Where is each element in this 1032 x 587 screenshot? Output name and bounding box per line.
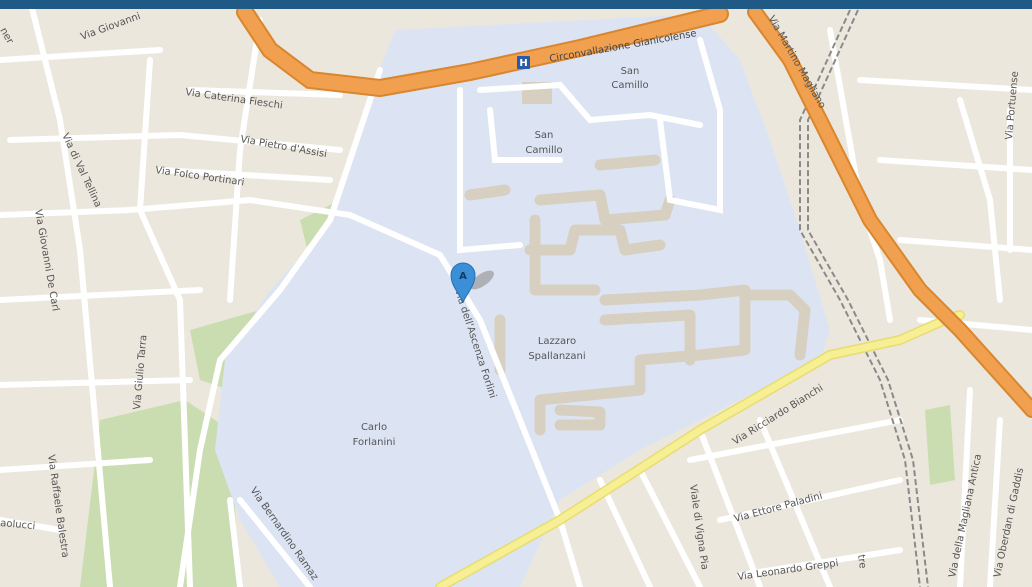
area-label-lazzaro: Lazzaro <box>538 336 576 347</box>
marker-label: A <box>459 271 467 282</box>
hospital-area <box>215 14 830 587</box>
marker-pin-icon[interactable] <box>450 262 476 304</box>
railway <box>799 9 929 587</box>
area-label-carlo: Carlo <box>361 422 387 433</box>
location-marker-a[interactable]: A <box>450 262 476 304</box>
area-label-san-camillo: San <box>535 130 554 141</box>
area-label-san-camillo-top: Camillo <box>611 80 648 91</box>
street-label: aolucci <box>0 518 36 532</box>
street-label: tre <box>855 554 868 569</box>
hospital-sign: H <box>519 58 527 69</box>
park-area <box>925 405 955 485</box>
area-label-carlo: Forlanini <box>353 437 396 448</box>
marker-shadow <box>470 270 494 290</box>
area-label-lazzaro: Spallanzani <box>528 351 585 362</box>
highway-right <box>749 6 1032 416</box>
highway-circonvallazione <box>238 5 727 96</box>
hospital-sign-box <box>517 56 530 69</box>
area-label-san-camillo: Camillo <box>525 145 562 156</box>
top-bar <box>0 0 1032 9</box>
area-label-san-camillo-top: San <box>621 66 640 77</box>
building-blocks <box>464 154 811 436</box>
